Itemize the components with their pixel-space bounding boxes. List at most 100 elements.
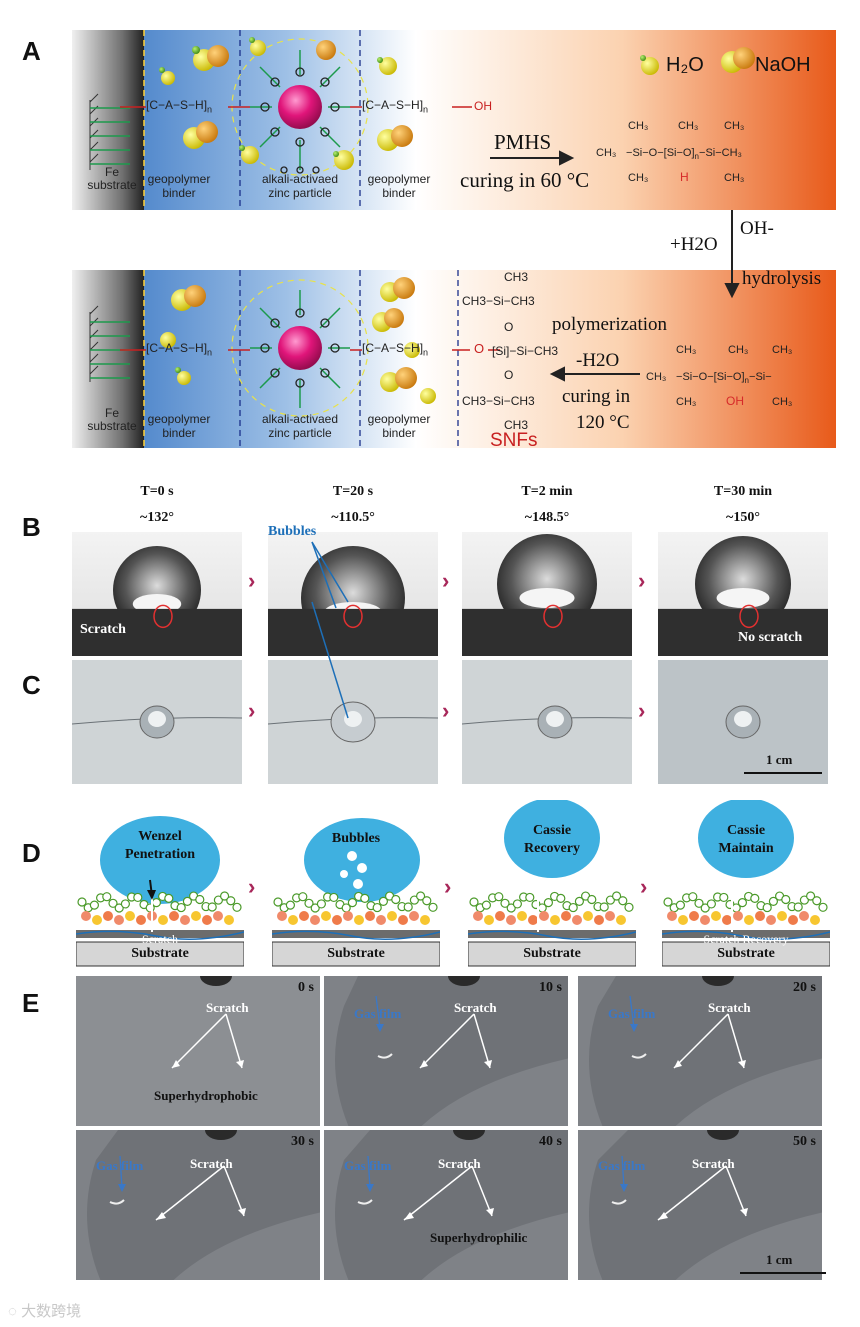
curing-60-label: curing in 60 °C xyxy=(460,168,590,192)
e-scratch-4: Scratch xyxy=(438,1156,481,1171)
d-frame-1: Bubbles Substrate xyxy=(272,800,440,970)
e-state-0: Superhydrophobic xyxy=(154,1088,258,1103)
c-photo-1 xyxy=(268,660,438,784)
legend-water: H₂O xyxy=(666,54,704,76)
e-gas-5: Gas film xyxy=(598,1158,646,1173)
no-scratch-label: No scratch xyxy=(738,630,803,645)
e-scale-label: 1 cm xyxy=(766,1252,793,1267)
e-gas-4: Gas film xyxy=(344,1158,392,1173)
bubbles-label: Bubbles xyxy=(268,524,317,539)
c-arrow-2: › xyxy=(638,698,646,723)
scratch-label: Scratch xyxy=(80,622,126,637)
chain-bottom-1: [C−A−S−H]n xyxy=(146,341,213,358)
e-scale-bar xyxy=(740,1272,826,1274)
b-angle-3: ~150° xyxy=(726,510,760,525)
snfs-label: SNFs xyxy=(490,430,538,451)
legend-naoh: NaOH xyxy=(755,54,811,76)
b-photo-1 xyxy=(268,532,438,656)
hydrolyzed-structure: CH₃ CH₃ CH₃ CH₃ −Si−O−[Si−O]n−Si− CH₃ OH… xyxy=(646,344,793,408)
chain-bottom-o: O xyxy=(474,341,485,356)
plus-h2o: +H2O xyxy=(670,234,718,255)
d-substrate-2: Substrate xyxy=(523,946,581,961)
watermark-icon: ◌ xyxy=(8,1303,17,1320)
minus-h2o: -H2O xyxy=(576,350,620,371)
panel-label-b: B xyxy=(22,512,41,542)
c-bubble-arrow xyxy=(311,601,349,719)
e-scratch-1: Scratch xyxy=(454,1000,497,1015)
chain-bottom-2: [C−A−S−H]n xyxy=(362,341,429,358)
b-time-1: T=20 s xyxy=(332,484,374,499)
b-time-3: T=30 min xyxy=(713,484,773,499)
d-substrate-1: Substrate xyxy=(327,946,385,961)
molecules-decorative xyxy=(159,37,755,404)
b-angle-0: ~132° xyxy=(140,510,174,525)
e-scratch-5: Scratch xyxy=(692,1156,735,1171)
d-arrow-1: › xyxy=(444,874,452,899)
e-photo-0: 0 s Scratch Superhydrophobic xyxy=(76,976,320,1126)
pmhs-structure: CH₃ CH₃ CH₃ CH₃ −Si−O−[Si−O]n−Si−CH₃ CH₃… xyxy=(596,120,745,184)
e-gas-1: Gas film xyxy=(354,1006,402,1021)
e-scratch-0: Scratch xyxy=(206,1000,249,1015)
hydrolysis: hydrolysis xyxy=(742,268,822,289)
b-photo-0: Scratch xyxy=(72,532,242,656)
pmhs-label: PMHS xyxy=(494,130,552,154)
e-time-3: 30 s xyxy=(291,1134,314,1149)
d-bottom-label-0: Scratch xyxy=(142,932,178,946)
c-arrow-0: › xyxy=(248,698,256,723)
e-scratch-3: Scratch xyxy=(190,1156,233,1171)
c-photo-2 xyxy=(462,660,632,784)
b-photo-3: No scratch xyxy=(658,532,828,656)
e-photo-5: 50 s Scratch Gas film xyxy=(578,1130,822,1280)
chain-top-1: [C−A−S−H]n xyxy=(146,98,213,115)
b-arrow-0: › xyxy=(248,568,256,593)
e-photo-4: 40 s Scratch Gas film Superhydrophilic xyxy=(324,1130,568,1280)
e-time-1: 10 s xyxy=(539,980,562,995)
b-time-2: T=2 min xyxy=(521,484,573,499)
fe-substrate-bottom xyxy=(72,270,144,448)
e-time-2: 20 s xyxy=(793,980,816,995)
d-arrow-2: › xyxy=(640,874,648,899)
snf-structure: CH3 CH3−Si−CH3 O [Si]−Si−CH3 O CH3−Si−CH… xyxy=(462,270,559,432)
e-photo-1: 10 s Scratch Gas film xyxy=(324,976,568,1126)
c-photo-0 xyxy=(72,660,242,784)
d-substrate-0: Substrate xyxy=(131,946,189,961)
curing-120-a: curing in xyxy=(562,386,631,407)
e-state-4: Superhydrophilic xyxy=(430,1230,528,1245)
watermark: ◌ 大数跨境 xyxy=(8,1303,82,1320)
d-substrate-3: Substrate xyxy=(717,946,775,961)
panel-label-d: D xyxy=(22,838,41,868)
e-time-0: 0 s xyxy=(298,980,314,995)
e-time-5: 50 s xyxy=(793,1134,816,1149)
d-bottom-label-3: Scratch Recovery xyxy=(703,932,789,946)
e-photo-3: 30 s Scratch Gas film xyxy=(76,1130,320,1280)
e-time-4: 40 s xyxy=(539,1134,562,1149)
e-scratch-2: Scratch xyxy=(708,1000,751,1015)
b-arrow-2: › xyxy=(638,568,646,593)
c-scale-label: 1 cm xyxy=(766,752,793,767)
c-scale-bar xyxy=(744,772,822,774)
b-photo-2 xyxy=(462,532,632,656)
chain-top-oh: OH xyxy=(474,99,492,113)
polymerization: polymerization xyxy=(552,314,668,335)
e-gas-3: Gas film xyxy=(96,1158,144,1173)
b-angle-2: ~148.5° xyxy=(524,510,570,525)
d-arrow-0: › xyxy=(248,874,256,899)
curing-120-b: 120 °C xyxy=(576,412,630,433)
panel-a-figure xyxy=(72,30,836,448)
e-photo-2: 20 s Scratch Gas film xyxy=(578,976,822,1126)
panel-label-e: E xyxy=(22,988,40,1018)
oh-minus: OH- xyxy=(740,218,774,239)
